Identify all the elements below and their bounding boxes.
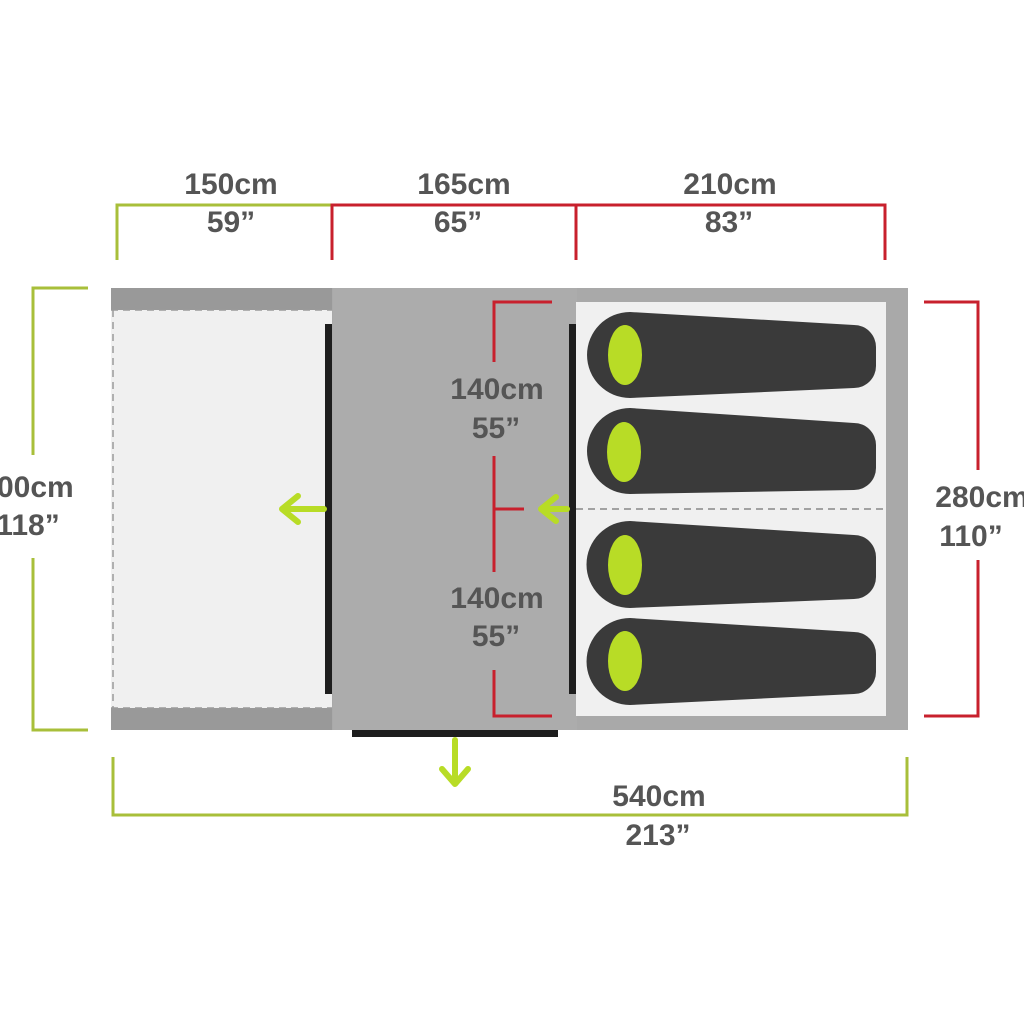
bedroom-depth-cm: 280cm — [935, 481, 1024, 514]
bedroom-width-cm: 210cm — [683, 168, 776, 201]
bedroom-width-inch: 83” — [705, 206, 753, 239]
sleeping-bag-icon — [587, 408, 876, 494]
bedroom-depth-inch: 110” — [939, 520, 1002, 553]
upper-bay-inch: 55” — [472, 412, 520, 445]
lower-bay-cm: 140cm — [450, 582, 543, 615]
living-width-inch: 65” — [434, 206, 482, 239]
living-area — [333, 288, 577, 730]
inner-dimension-brackets — [492, 300, 552, 718]
arrow-left-icon — [538, 494, 570, 524]
overall-depth-cm: 300cm — [0, 471, 74, 504]
porch-width-inch: 59” — [207, 206, 255, 239]
porch-width-bracket — [115, 203, 332, 260]
upper-bay-cm: 140cm — [450, 373, 543, 406]
sleeping-bag-icon — [587, 312, 876, 398]
living-room-door — [325, 324, 332, 694]
living-width-cm: 165cm — [417, 168, 510, 201]
top-dimension-brackets — [115, 203, 887, 260]
overall-width-cm: 540cm — [612, 780, 705, 813]
overall-width-bracket — [111, 757, 909, 817]
sleeping-bag-icon — [586, 521, 876, 608]
sleeping-bag-icon — [586, 618, 876, 705]
lower-bay-inch: 55” — [472, 620, 520, 653]
front-door — [352, 730, 558, 737]
left-dimension-bracket — [31, 286, 88, 732]
living-width-bracket — [330, 203, 578, 260]
overall-depth-inch: 118” — [0, 509, 60, 542]
arrow-left-icon — [279, 493, 327, 525]
sleeping-bags — [586, 312, 876, 705]
bedroom-width-bracket — [576, 203, 887, 260]
overall-width-inch: 213” — [625, 819, 690, 852]
porch-dashed-outline — [111, 309, 332, 709]
top-dimension-labels: 150cm 59” 165cm 65” 210cm 83” — [184, 168, 776, 239]
arrow-down-icon — [439, 737, 471, 787]
right-dimension-bracket — [924, 300, 980, 718]
porch-width-cm: 150cm — [184, 168, 277, 201]
bedroom-door — [569, 324, 576, 694]
